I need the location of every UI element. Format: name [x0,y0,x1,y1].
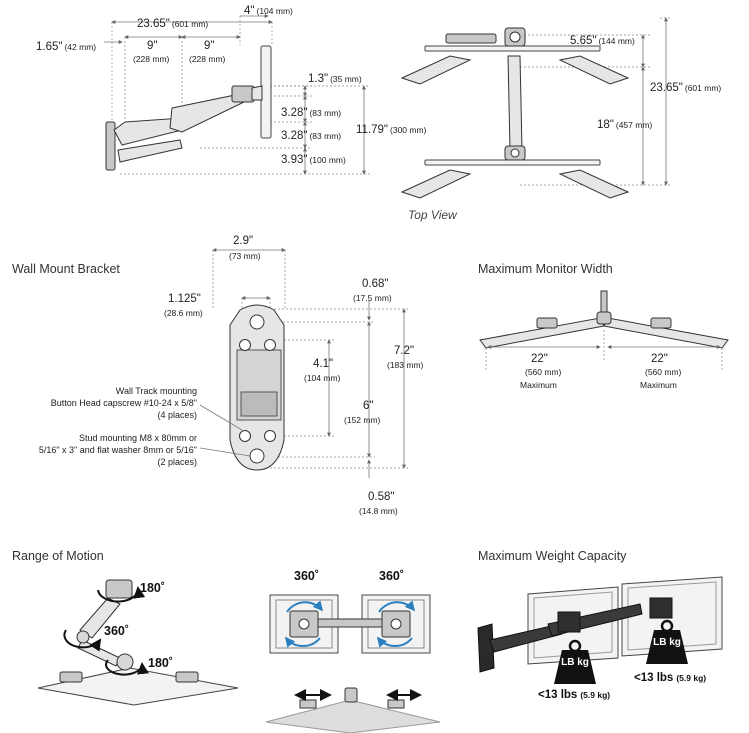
weight-title: Maximum Weight Capacity [478,549,627,563]
mw-left-cap: Maximum [520,380,557,390]
wall-mount-bracket: Wall Mount Bracket 2.9" (73 mm) 1.125" [12,235,424,516]
weight-badge-left: LB kg [561,657,589,668]
dim-br-hole-mm: (28.6 mm) [164,308,203,318]
side-view: 23.65"(601 mm) 4"(104 mm) 1.65"(42 mm) 9… [36,5,427,175]
dim-br-topoff-mm: (17.5 mm) [353,293,392,303]
dim-tv3: 18"(457 mm) [597,119,652,131]
weight-right: <13 lbs(5.9 kg) [634,672,706,684]
dim-height: 11.79"(300 mm) [356,124,427,136]
rom-rot-bottom: 180˚ [148,656,173,670]
note-wall-track-3: (4 places) [157,410,197,420]
dim-seg1-mm: (228 mm) [133,54,170,64]
dim-seg2: 9" [204,40,214,52]
note-stud-3: (2 places) [157,457,197,467]
note-wall-track-2: Button Head capscrew #10-24 x 5/8" [51,398,197,408]
dim-r4: 3.93"(100 mm) [281,154,346,166]
dim-seg2-mm: (228 mm) [189,54,226,64]
dim-top: 4"(104 mm) [244,5,293,17]
max-weight-capacity: Maximum Weight Capacity LB kg LB kg <13 … [477,549,723,701]
note-wall-track-1: Wall Track mounting [116,386,197,396]
dim-overall: 23.65"(601 mm) [137,18,208,30]
dim-r3: 3.28"(83 mm) [281,130,341,142]
rotation-left: 360˚ [294,569,319,583]
mw-right-val: 22" [651,353,668,365]
top-view-label: Top View [408,208,458,222]
dim-br-width-mm: (73 mm) [229,251,261,261]
mw-right-mm: (560 mm) [645,367,682,377]
dim-br-inner: 4.1" [313,358,333,370]
dim-br-total: 7.2" [394,345,414,357]
dim-br-width: 2.9" [233,235,253,247]
dim-br-topoff: 0.68" [362,278,388,290]
dim-br-botoff-mm: (14.8 mm) [359,506,398,516]
max-monitor-width: Maximum Monitor Width 22" (560 mm) Maxim… [478,262,729,390]
dim-r1: 1.3"(35 mm) [308,73,362,85]
dim-br-hole: 1.125" [168,293,201,305]
mw-right-cap: Maximum [640,380,677,390]
weight-badge-right: LB kg [653,637,681,648]
rom-rot-top: 180˚ [140,581,165,595]
dim-br-inner-mm: (104 mm) [304,373,341,383]
mw-left-mm: (560 mm) [525,367,562,377]
dim-br-botoff: 0.58" [368,491,394,503]
dim-br-mid: 6" [363,400,373,412]
bracket-title: Wall Mount Bracket [12,262,120,276]
rotation-right: 360˚ [379,569,404,583]
mw-left-val: 22" [531,353,548,365]
top-view: Top View 5.65"(144 mm) 23.65"(601 mm) 18… [400,17,721,222]
dim-left: 1.65"(42 mm) [36,41,96,53]
max-width-title: Maximum Monitor Width [478,262,613,276]
dim-tv2: 23.65"(601 mm) [650,82,721,94]
note-stud-1: Stud mounting M8 x 80mm or [79,433,197,443]
weight-left: <13 lbs(5.9 kg) [538,689,610,701]
dim-r2: 3.28"(83 mm) [281,107,341,119]
rom-rot-mid: 360˚ [104,624,129,638]
dim-seg1: 9" [147,40,157,52]
dim-tv1: 5.65"(144 mm) [570,35,635,47]
rom-title: Range of Motion [12,549,104,563]
rotation-view: 360˚ 360˚ [265,569,441,733]
dim-br-mid-mm: (152 mm) [344,415,381,425]
range-of-motion: Range of Motion 180˚ 360˚ 180˚ [12,549,239,706]
note-stud-2: 5/16" x 3" and flat washer 8mm or 5/16" [39,445,197,455]
dim-br-total-mm: (183 mm) [387,360,424,370]
